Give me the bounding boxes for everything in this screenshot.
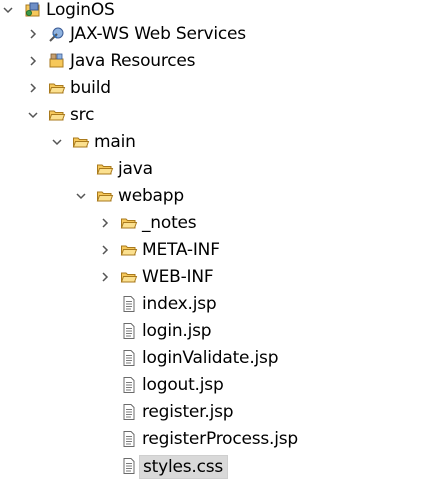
folder-icon	[120, 268, 138, 286]
folder-icon	[72, 133, 90, 151]
folder-icon	[96, 160, 114, 178]
tree-item-notes[interactable]: _notes	[0, 211, 440, 235]
tree-item-label: index.jsp	[142, 294, 217, 314]
tree-item-java-resources[interactable]: Java Resources	[0, 49, 440, 73]
folder-icon	[48, 106, 66, 124]
tree-item-label: LoginOS	[46, 0, 115, 20]
tree-item-label: registerProcess.jsp	[142, 429, 299, 449]
tree-item-styles-css[interactable]: styles.css	[0, 454, 440, 479]
tree-item-label: WEB-INF	[142, 267, 214, 287]
chevron-right-icon[interactable]	[99, 268, 111, 286]
tree-item-web-inf[interactable]: WEB-INF	[0, 265, 440, 289]
tree-item-registerprocess-jsp[interactable]: registerProcess.jsp	[0, 427, 440, 451]
tree-item-label: _notes	[142, 213, 197, 233]
tree-item-loginvalidate-jsp[interactable]: loginValidate.jsp	[0, 346, 440, 370]
file-icon	[120, 349, 138, 367]
tree-item-build[interactable]: build	[0, 76, 440, 100]
chevron-right-icon[interactable]	[99, 241, 111, 259]
tree-item-java[interactable]: java	[0, 157, 440, 181]
web-services-icon	[48, 25, 66, 43]
tree-item-register-jsp[interactable]: register.jsp	[0, 400, 440, 424]
chevron-right-icon[interactable]	[99, 214, 111, 232]
tree-item-label: logout.jsp	[142, 375, 224, 395]
file-icon	[120, 430, 138, 448]
folder-icon	[120, 214, 138, 232]
tree-item-label: JAX-WS Web Services	[70, 24, 246, 44]
folder-icon	[96, 187, 114, 205]
tree-item-label: styles.css	[139, 455, 229, 479]
file-icon	[120, 295, 138, 313]
file-icon	[120, 376, 138, 394]
tree-item-label: META-INF	[142, 240, 220, 260]
java-resources-icon	[48, 52, 66, 70]
chevron-down-icon[interactable]	[51, 133, 63, 151]
folder-icon	[120, 241, 138, 259]
tree-item-label: build	[70, 78, 111, 98]
tree-item-main[interactable]: main	[0, 130, 440, 154]
project-icon	[24, 1, 42, 19]
tree-item-label: webapp	[118, 186, 184, 206]
tree-item-jax-ws-web-services[interactable]: JAX-WS Web Services	[0, 22, 440, 46]
tree-item-logout-jsp[interactable]: logout.jsp	[0, 373, 440, 397]
tree-item-login-jsp[interactable]: login.jsp	[0, 319, 440, 343]
tree-item-webapp[interactable]: webapp	[0, 184, 440, 208]
chevron-down-icon[interactable]	[27, 106, 39, 124]
tree-item-label: src	[70, 105, 95, 125]
tree-item-label: register.jsp	[142, 402, 234, 422]
chevron-right-icon[interactable]	[27, 79, 39, 97]
tree-item-label: main	[94, 132, 136, 152]
chevron-right-icon[interactable]	[27, 25, 39, 43]
chevron-right-icon[interactable]	[27, 52, 39, 70]
tree-item-label: Java Resources	[70, 51, 196, 71]
folder-icon	[48, 79, 66, 97]
tree-item-label: loginValidate.jsp	[142, 348, 279, 368]
tree-item-loginos[interactable]: LoginOS	[0, 0, 440, 22]
file-icon	[120, 457, 138, 475]
file-icon	[120, 322, 138, 340]
file-icon	[120, 403, 138, 421]
tree-item-meta-inf[interactable]: META-INF	[0, 238, 440, 262]
tree-item-label: java	[118, 159, 153, 179]
chevron-down-icon[interactable]	[2, 1, 14, 19]
tree-item-index-jsp[interactable]: index.jsp	[0, 292, 440, 316]
tree-item-label: login.jsp	[142, 321, 212, 341]
tree-item-src[interactable]: src	[0, 103, 440, 127]
chevron-down-icon[interactable]	[75, 187, 87, 205]
